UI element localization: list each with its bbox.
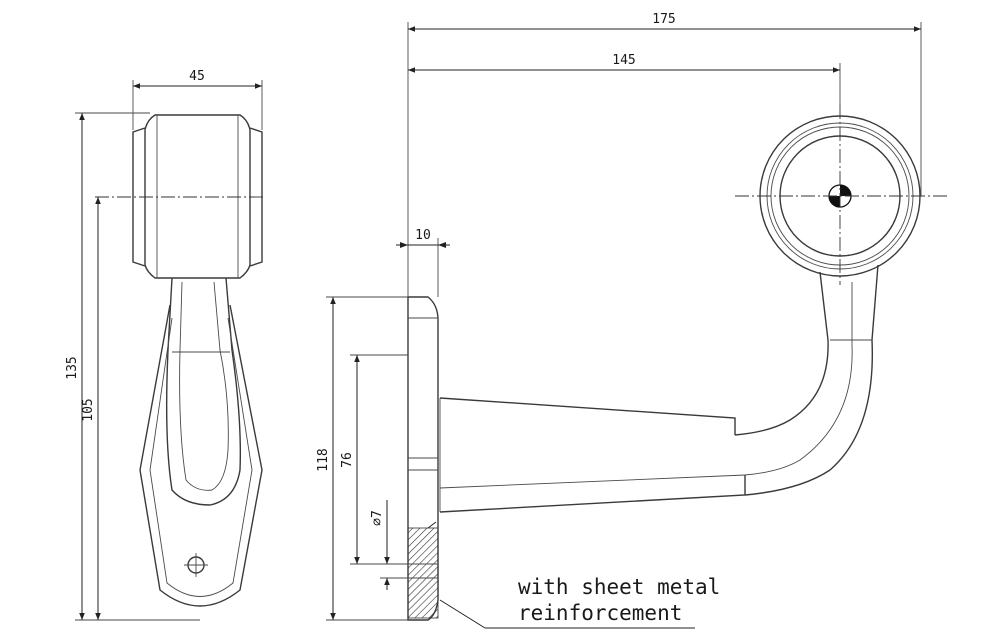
- dim10-arrow-left: [400, 242, 408, 248]
- note-line-2: reinforcement: [518, 601, 682, 625]
- dim-length-145: 145: [612, 53, 635, 68]
- dim-length-175: 175: [652, 12, 675, 27]
- dim-hole-diameter: ∅7: [370, 510, 385, 526]
- side-lamp-lens-left: [132, 127, 146, 267]
- center-mark-quadrant-3: [829, 196, 840, 207]
- side-stem-inner: [179, 281, 229, 491]
- side-stem: [165, 277, 242, 506]
- dim-height-118: 118: [316, 448, 331, 471]
- dim10-arrow-right: [438, 242, 446, 248]
- note-leader-diagonal: [439, 599, 486, 629]
- front-beam-lower-inner: [439, 474, 746, 489]
- side-lamp-housing: [144, 114, 251, 279]
- side-mount-plate: [139, 304, 263, 607]
- side-view: 45 135 105: [65, 69, 265, 621]
- center-mark-quadrant-1: [840, 185, 851, 196]
- sheet-metal-reinforcement-hatch: [407, 527, 439, 619]
- reinforcement-break-mark: [427, 521, 437, 529]
- dim-spacing-76: 76: [340, 452, 355, 468]
- front-arm-neck: [734, 264, 879, 496]
- front-view: 175 145 10 118 76 ∅7 with sheet metal re: [316, 12, 950, 629]
- dim-thickness-10: 10: [415, 228, 431, 243]
- dim-height-105: 105: [81, 398, 96, 421]
- side-mount-plate-inner: [149, 317, 253, 597]
- front-arm-beam: [439, 397, 746, 513]
- dim-width-45: 45: [189, 69, 205, 84]
- front-arm-inner-curve: [744, 344, 853, 476]
- note-line-1: with sheet metal: [518, 575, 720, 599]
- dim-height-135: 135: [65, 356, 80, 379]
